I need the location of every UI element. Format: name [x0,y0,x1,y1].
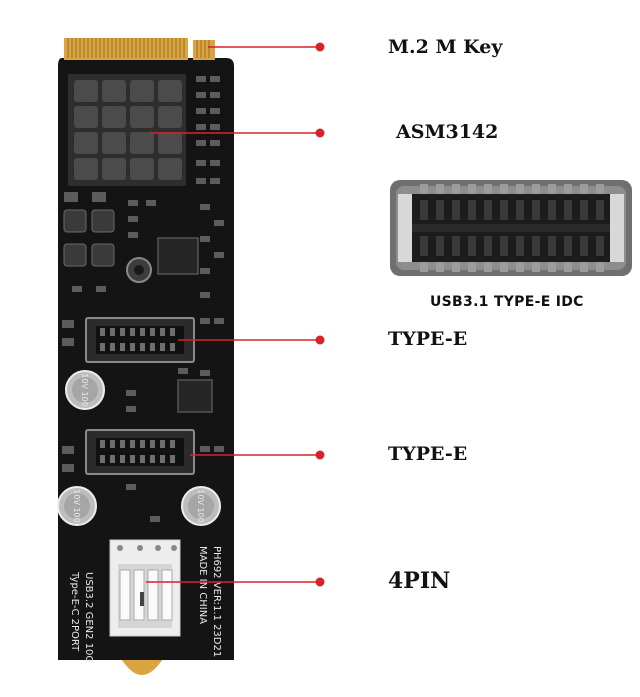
pcb-board: 10V 100 10V 100 10V 100 [57,38,234,675]
silk-text-version: PH692 VER:1.1 23D21 [211,546,222,657]
callout-label-type-e-2: TYPE-E [388,443,468,465]
callout-label-type-e-1: TYPE-E [388,328,468,350]
capacitor-3: 10V 100 [181,486,221,526]
leader-dot-type-e-1 [315,335,325,345]
capacitor-2-label: 10V 100 [72,489,81,522]
silk-text-type-e-c: Type-E-C 2PORT [69,571,80,652]
type-e-connector-board-1 [85,317,195,363]
callout-label-4pin: 4PIN [388,568,451,594]
inductors [63,209,115,267]
silk-text-usb32: USB3.2 GEN2 10G [83,572,94,663]
leader-dot-type-e-2 [315,450,325,460]
type-e-idc-connector [390,180,632,276]
callout-label-asm3142: ASM3142 [396,121,499,143]
capacitor-2: 10V 100 [57,486,97,526]
connector-caption: USB3.1 TYPE-E IDC [430,294,584,310]
mounting-notch [122,660,162,675]
silk-text-made-in: MADE IN CHINA [197,546,208,624]
callout-label-mkey: M.2 M Key [388,36,503,58]
leader-lines [146,46,320,583]
capacitor-1: 10V 100 [65,370,105,410]
leader-dot-4pin [315,577,325,587]
gold-fingers [64,38,215,60]
heatsink [68,74,186,186]
leader-dot-asm3142 [315,128,325,138]
smd-components [62,76,224,522]
leader-dot-mkey [315,42,325,52]
capacitor-3-label: 10V 100 [196,489,205,522]
leader-dots [315,42,325,587]
crystal [126,257,152,283]
capacitor-1-label: 10V 100 [80,373,89,406]
asm3142-chip [157,237,213,413]
type-e-connector-board-2 [85,429,195,475]
four-pin-connector [109,539,181,637]
